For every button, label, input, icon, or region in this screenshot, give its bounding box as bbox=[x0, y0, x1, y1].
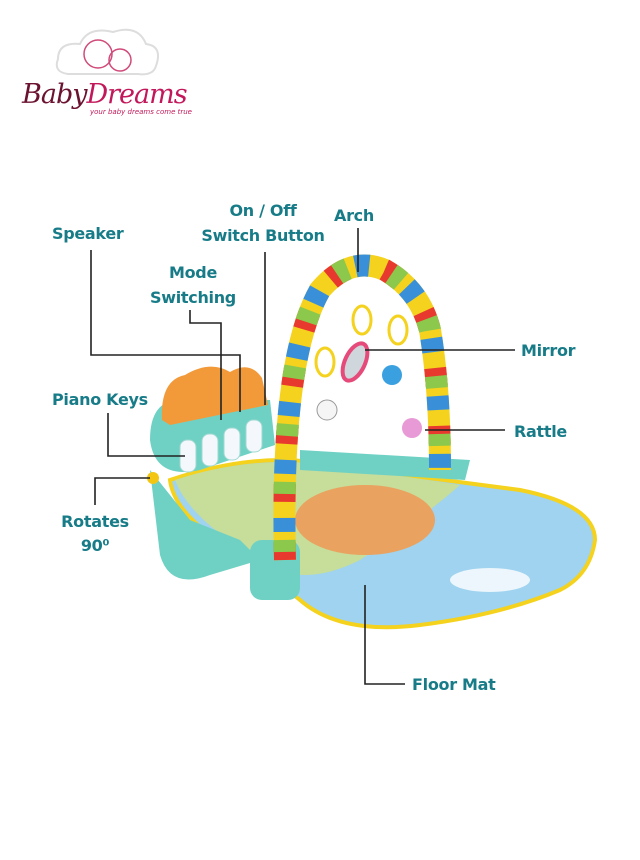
label-rotates-line2: 90⁰ bbox=[80, 536, 110, 555]
babydreams-logo: BabyDreams your baby dreams come true bbox=[18, 24, 198, 124]
brand-dreams: Dreams bbox=[86, 79, 187, 110]
leader-line-rotates bbox=[94, 477, 150, 505]
hanging-ring bbox=[387, 314, 409, 346]
mat-cloud bbox=[450, 568, 530, 592]
brand-baby: Baby bbox=[22, 79, 87, 110]
arch-stripe-red bbox=[273, 254, 451, 561]
cloud-baby-icon bbox=[55, 28, 159, 76]
hanging-ring bbox=[351, 304, 373, 336]
label-rattle: Rattle bbox=[514, 422, 567, 441]
speaker bbox=[161, 366, 268, 425]
label-on-off-line1: On / Off bbox=[229, 201, 297, 220]
leader-line-speaker bbox=[90, 250, 241, 412]
frame-rail bbox=[300, 450, 470, 480]
label-piano-keys: Piano Keys bbox=[52, 390, 148, 409]
hanging-ring bbox=[314, 346, 336, 378]
rotate-knob bbox=[147, 472, 159, 484]
frame-base bbox=[150, 470, 260, 580]
leader-line-floor-mat bbox=[364, 585, 405, 685]
label-mirror: Mirror bbox=[521, 341, 576, 360]
label-on-off-line2: Switch Button bbox=[201, 226, 325, 245]
panda-toy bbox=[316, 399, 338, 421]
leader-line-mode bbox=[189, 310, 222, 420]
label-arch: Arch bbox=[334, 206, 374, 225]
label-speaker: Speaker bbox=[52, 224, 124, 243]
label-floor-mat: Floor Mat bbox=[412, 675, 496, 694]
mirror bbox=[340, 341, 370, 383]
rattle bbox=[402, 418, 422, 438]
label-mode-line1: Mode bbox=[168, 263, 218, 282]
mushroom bbox=[295, 485, 435, 555]
piano-keys bbox=[179, 419, 263, 473]
leader-lines bbox=[90, 228, 515, 685]
leader-line-piano-keys bbox=[107, 413, 185, 457]
bear-toy bbox=[382, 365, 402, 385]
label-mode-line2: Switching bbox=[150, 288, 236, 307]
label-rotates-line1: Rotates bbox=[61, 512, 129, 531]
logo-tagline: your baby dreams come true bbox=[90, 108, 192, 116]
